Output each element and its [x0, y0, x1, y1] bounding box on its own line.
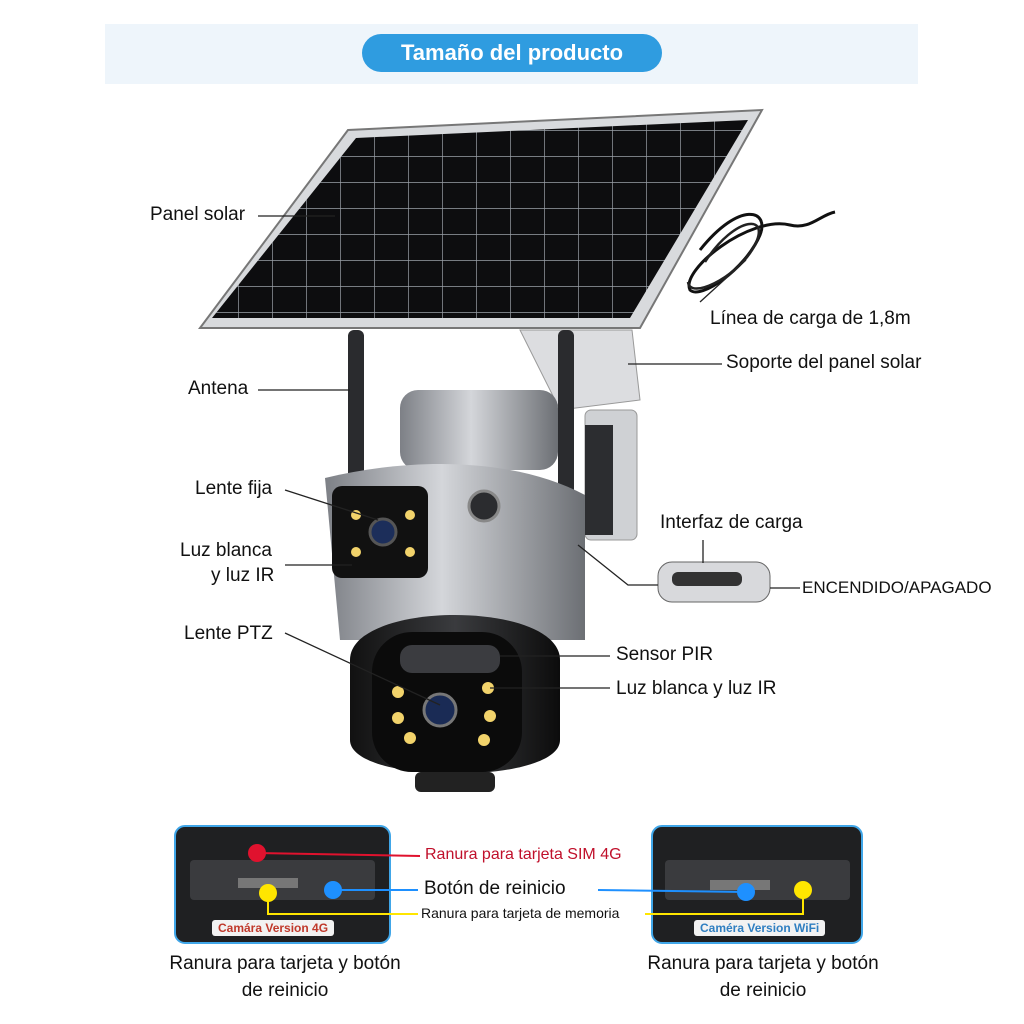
leader-lines: [258, 215, 800, 706]
fixed-lens-module-icon: [332, 486, 428, 578]
reset-marker-right-icon: [737, 883, 755, 901]
label-charge-line: Línea de carga de 1,8m: [710, 308, 911, 329]
label-charge-interface: Interfaz de carga: [660, 512, 803, 533]
caption-4g-line-2: de reinicio: [241, 980, 329, 1001]
reset-marker-left-icon: [324, 881, 342, 899]
label-sim-slot: Ranura para tarjeta SIM 4G: [425, 846, 622, 863]
label-power-switch: ENCENDIDO/APAGADO: [802, 578, 992, 597]
label-white-ir-left-2: y luz IR: [211, 565, 275, 586]
label-antenna: Antena: [188, 378, 249, 399]
solar-panel-icon: [198, 108, 764, 329]
label-memory-slot: Ranura para tarjeta de memoria: [421, 905, 620, 921]
memory-marker-right-icon: [794, 881, 812, 899]
charge-cable-icon: [687, 210, 836, 294]
label-reset-button: Botón de reinicio: [424, 878, 566, 899]
memory-marker-left-icon: [259, 884, 277, 902]
antenna-left-icon: [348, 330, 364, 480]
page-title: Tamaño del producto: [362, 34, 662, 72]
label-panel-bracket: Soporte del panel solar: [726, 352, 922, 373]
label-pir-sensor: Sensor PIR: [616, 644, 714, 665]
ptz-dome-icon: [350, 615, 560, 792]
sim-slot-marker-icon: [248, 844, 266, 862]
panel-bracket-icon: [519, 329, 641, 411]
label-white-ir-left-1: Luz blanca: [180, 540, 272, 561]
tag-wifi-version: Caméra Version WiFi: [694, 920, 826, 936]
tag-4g-version: Camára Version 4G: [212, 920, 335, 936]
label-ptz-lens: Lente PTZ: [184, 623, 273, 644]
caption-4g-line-1: Ranura para tarjeta y botón: [169, 953, 401, 974]
charging-port-inset-icon: [657, 561, 771, 603]
mount-screw-icon: [467, 489, 501, 523]
label-solar-panel: Panel solar: [150, 204, 246, 225]
caption-wifi-line-2: de reinicio: [719, 980, 807, 1001]
caption-wifi-line-1: Ranura para tarjeta y botón: [647, 953, 879, 974]
label-white-ir-right: Luz blanca y luz IR: [616, 678, 777, 699]
label-fixed-lens: Lente fija: [195, 478, 273, 499]
